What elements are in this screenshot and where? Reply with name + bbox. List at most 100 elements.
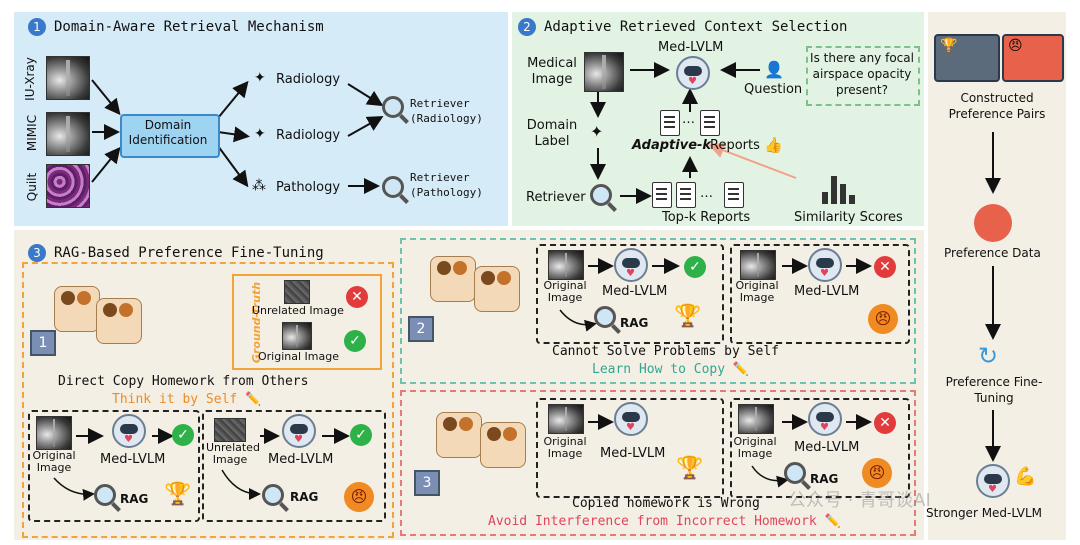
bar-chart-icon	[820, 172, 860, 204]
trophy-small-icon: 🏆	[940, 38, 958, 54]
med-lvlm-robot-icon	[676, 56, 710, 90]
case2-kids-illustration-1	[430, 256, 476, 302]
case1-bad-check: ✓	[350, 424, 372, 446]
topk-report-2	[676, 182, 696, 208]
case2-good-robot	[614, 248, 648, 282]
case3-bad-angry-icon: 😠	[862, 458, 892, 488]
section1-number: 1	[28, 18, 46, 36]
case1-bad-rag: RAG	[290, 490, 319, 504]
preference-finetuning-label: Preference Fine-Tuning	[945, 375, 1043, 405]
case3-good-med-lvlm: Med-LVLM	[600, 446, 666, 461]
adaptive-report-ellipsis: …	[682, 112, 695, 127]
case1-bad-robot	[282, 414, 316, 448]
case1-good-rag: RAG	[120, 492, 149, 506]
constructed-pairs-label: Constructed Preference Pairs	[948, 91, 1046, 121]
angry-small-icon: 😠	[1008, 38, 1023, 54]
case3-bad-rag: RAG	[810, 472, 839, 486]
original-image-thumb	[282, 322, 312, 350]
kids-copying-illustration-1	[54, 286, 100, 332]
case1-number: 1	[30, 330, 56, 356]
retriever-pathology-icon	[382, 176, 404, 198]
case1-bad-unrel-image	[214, 418, 246, 442]
ribcage-icon-2: ✦	[254, 126, 266, 142]
case1-bad-rag-icon	[262, 484, 284, 506]
case1-good-orig-label: Original Image	[32, 449, 76, 474]
case1-good-med-lvlm: Med-LVLM	[100, 452, 166, 467]
section1-title: Domain-Aware Retrieval Mechanism	[54, 19, 324, 35]
case2-bad-orig-image	[740, 250, 776, 280]
case3-number: 3	[414, 470, 440, 496]
case2-good-orig-label: Original Image	[543, 279, 587, 304]
retriever-label: Retriever	[526, 190, 586, 205]
domain-radiology-2: Radiology	[276, 128, 341, 143]
case1-good-check: ✓	[172, 424, 194, 446]
ribcage-icon-1: ✦	[254, 70, 266, 86]
adaptive-k-reports: Reports	[710, 138, 760, 153]
case3-bad-cross: ✕	[874, 412, 896, 434]
case2-good-rag-icon	[594, 306, 616, 328]
adaptive-report-2	[700, 110, 720, 136]
domain-identification-box	[120, 114, 220, 158]
stronger-robot-icon	[976, 464, 1010, 498]
quilt-pathology-image	[46, 164, 90, 208]
preference-data-label: Preference Data	[944, 246, 1041, 260]
ground-truth-box	[232, 274, 382, 370]
cells-icon: ⁂	[252, 178, 266, 194]
mimic-image	[46, 112, 90, 156]
domain-radiology-1: Radiology	[276, 72, 341, 87]
question-label: Question	[744, 82, 803, 97]
muscle-icon: 💪	[1014, 466, 1037, 487]
unrelated-image-label: Unrelated Image	[252, 304, 344, 317]
preference-pair-rejected-icon	[1002, 34, 1064, 82]
case2-bad-angry-icon: 😠	[868, 304, 898, 334]
section3-number: 3	[28, 244, 46, 262]
case1-bad-unrel-label: Unrelated Image	[206, 441, 260, 466]
domain-pathology: Pathology	[276, 180, 341, 195]
medical-image	[584, 52, 624, 92]
watermark: 公众号 · 青哥谈AI	[788, 490, 931, 511]
case3-bad-orig-image	[738, 404, 774, 434]
case1-bad-med-lvlm: Med-LVLM	[268, 452, 334, 467]
case2-good-check: ✓	[684, 256, 706, 278]
similarity-scores-label: Similarity Scores	[794, 210, 903, 225]
case2-good-box	[536, 244, 724, 344]
case2-good-orig-image	[548, 250, 584, 280]
case2-number: 2	[408, 316, 434, 342]
retriever-icon	[590, 184, 612, 206]
domain-label-ribcage-icon: ✦	[590, 122, 604, 141]
case3-kids-illustration-1	[436, 412, 482, 458]
cross-icon-unrelated: ✕	[346, 286, 368, 308]
topk-ellipsis: …	[700, 186, 713, 201]
case3-box	[400, 390, 916, 536]
section3-title: RAG-Based Preference Fine-Tuning	[54, 245, 324, 261]
topk-report-1	[652, 182, 672, 208]
case3-subtext: Avoid Interference from Incorrect Homewo…	[488, 514, 841, 529]
case1-box	[22, 262, 394, 538]
thumbs-up-icon: 👍	[764, 136, 783, 154]
case1-good-box	[28, 410, 200, 522]
med-lvlm-title: Med-LVLM	[658, 40, 724, 55]
case3-good-orig-label: Original Image	[543, 435, 587, 460]
case2-text: Cannot Solve Problems by Self	[552, 344, 779, 359]
input-label-quilt: Quilt	[25, 172, 40, 202]
case2-bad-robot	[808, 248, 842, 282]
case1-good-rag-icon	[94, 484, 116, 506]
topk-report-3	[724, 182, 744, 208]
case1-good-robot	[112, 414, 146, 448]
retriever-radiology-label: Retriever (Radiology)	[410, 97, 483, 125]
input-label-mimic: MIMIC	[25, 114, 40, 152]
case2-good-rag: RAG	[620, 316, 649, 330]
question-text: Is there any focal airspace opacity pres…	[810, 51, 914, 97]
case2-subtext: Learn How to Copy ✏️	[592, 362, 750, 377]
case2-box	[400, 238, 916, 384]
case3-good-orig-image	[548, 404, 584, 434]
case3-text: Copied homework is Wrong	[572, 496, 760, 511]
unrelated-image-thumb	[284, 280, 310, 304]
case1-good-orig-image	[36, 416, 72, 450]
case2-good-med-lvlm: Med-LVLM	[602, 284, 668, 299]
medical-image-label: Medical Image	[527, 56, 577, 87]
case1-text: Direct Copy Homework from Others	[58, 374, 309, 389]
iu-xray-image	[46, 56, 90, 100]
case2-bad-med-lvlm: Med-LVLM	[794, 284, 860, 299]
